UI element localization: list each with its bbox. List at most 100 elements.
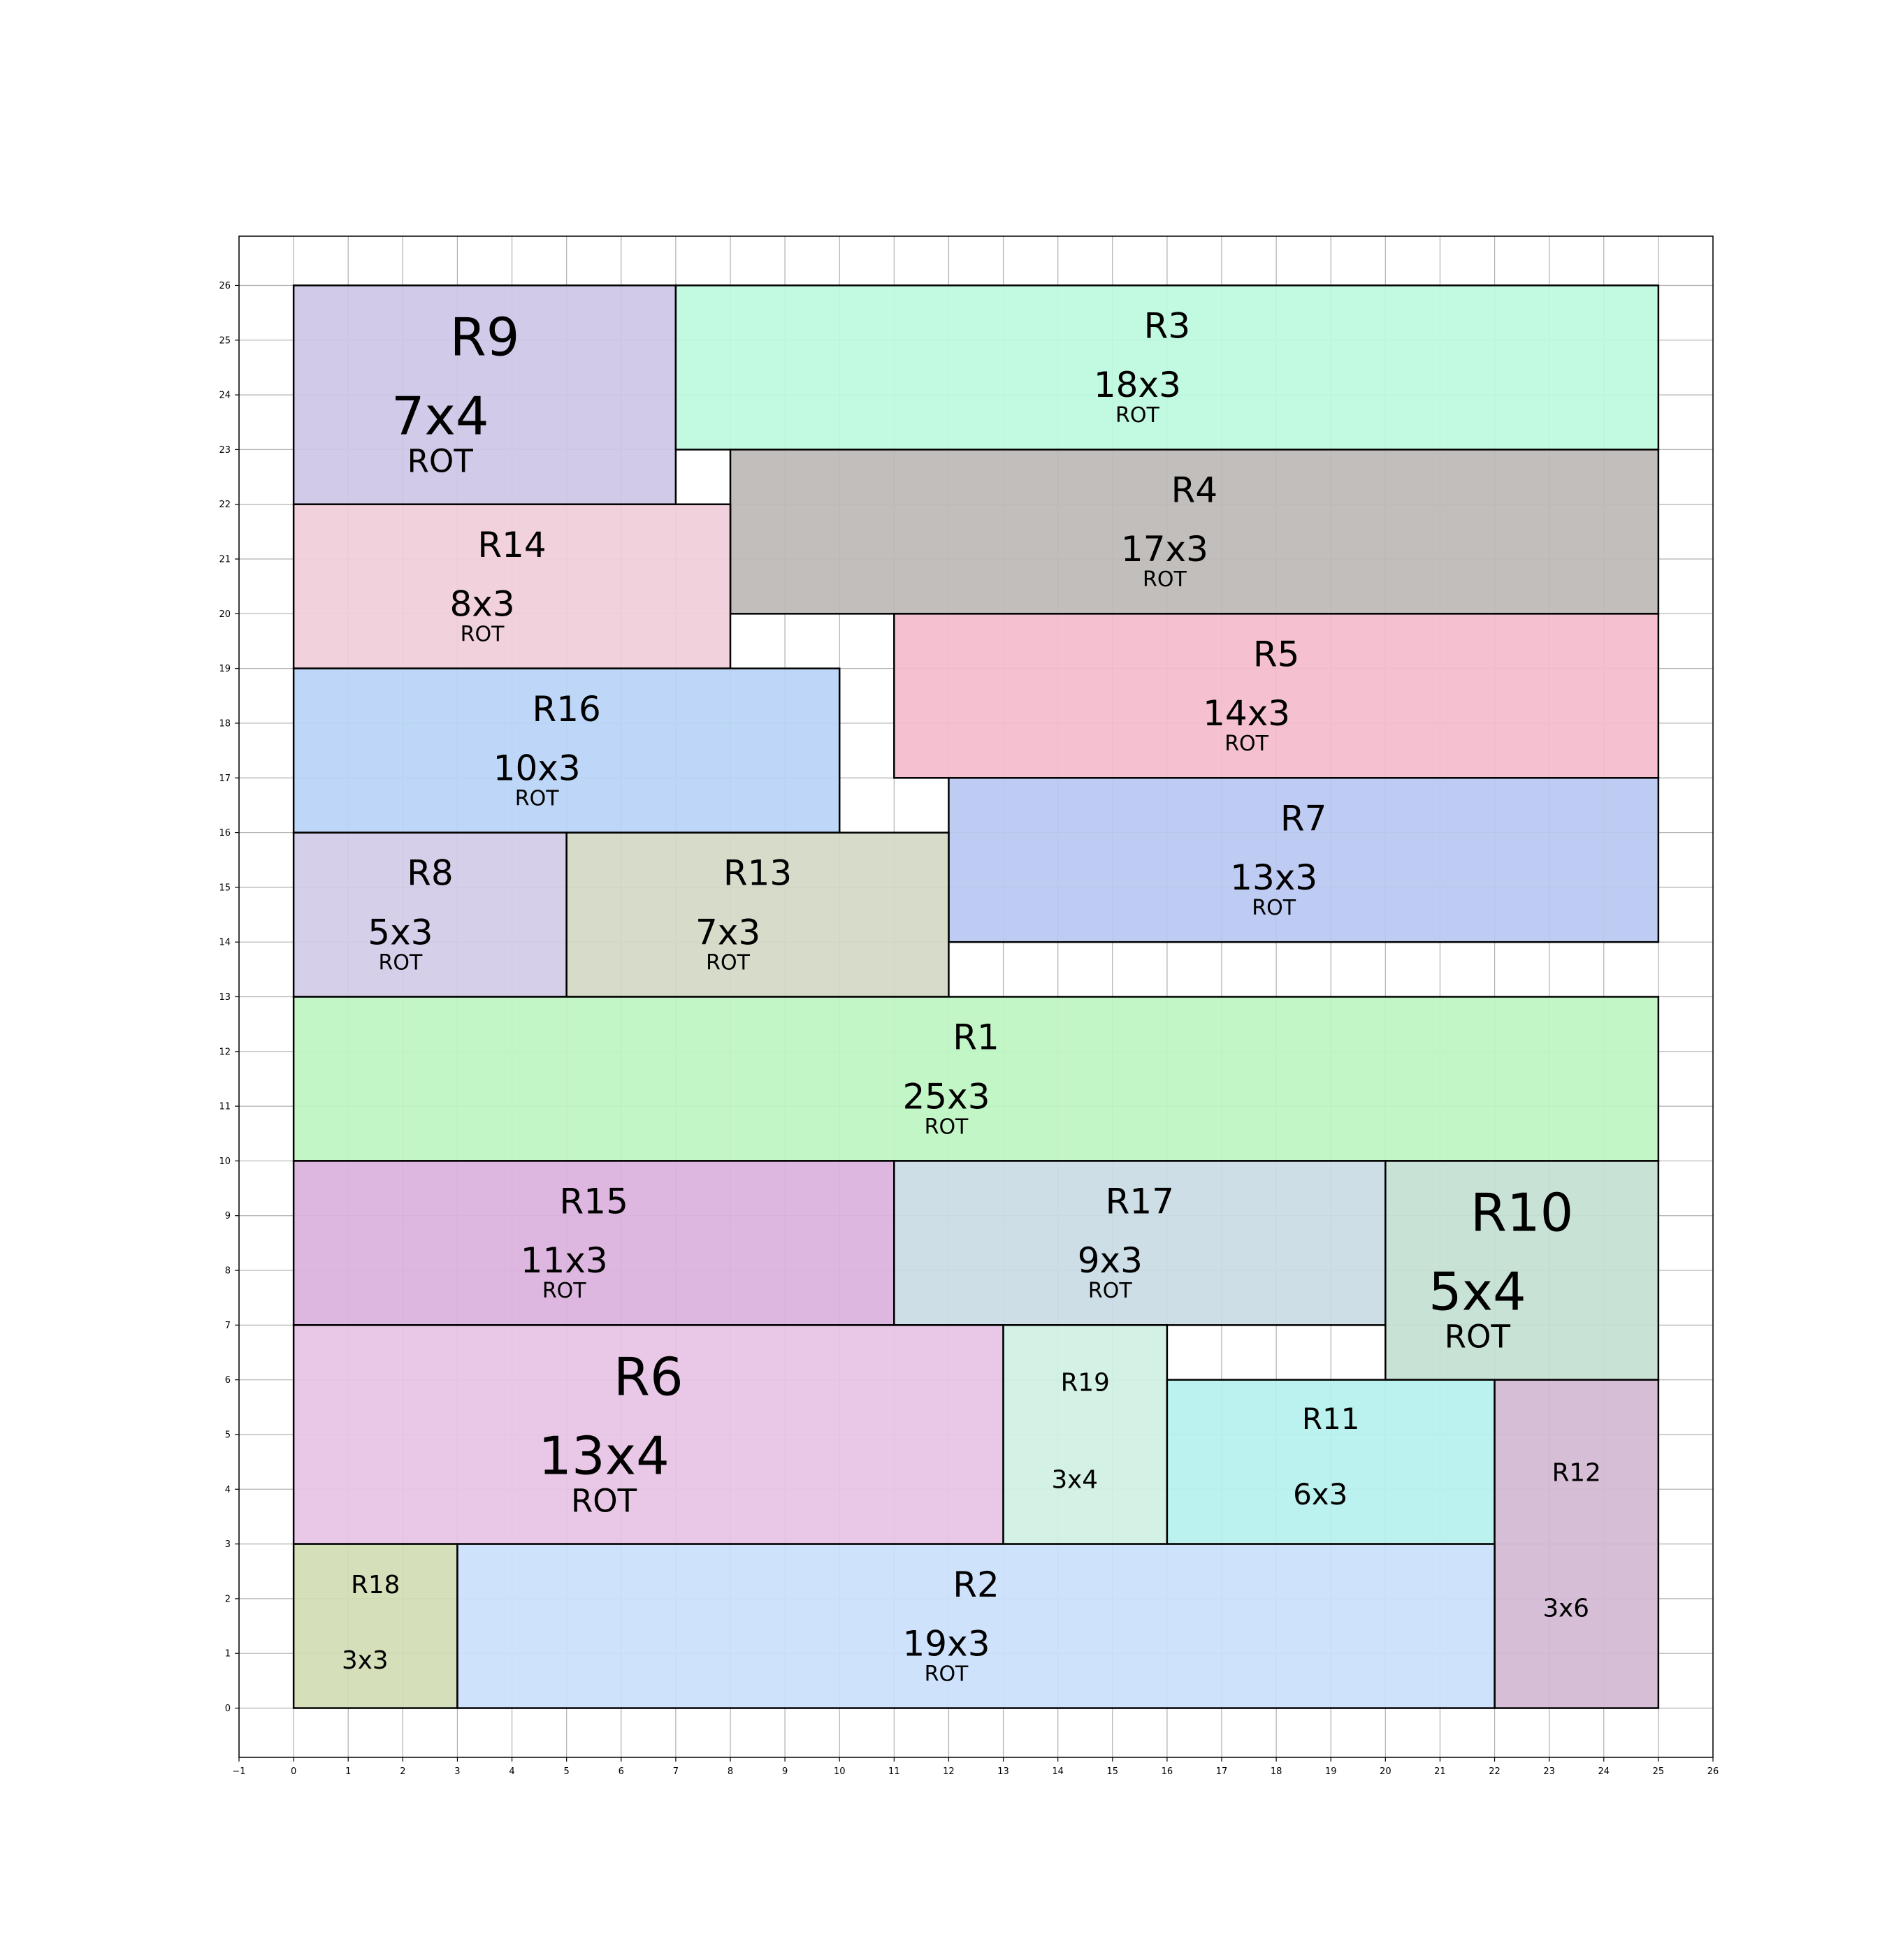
rect-r14-rot-label: ROT xyxy=(461,622,505,646)
x-tick-label: 2 xyxy=(400,1766,405,1777)
rect-r6-size-label: 13x4 xyxy=(538,1425,670,1486)
rect-r1-rot-label: ROT xyxy=(925,1115,969,1139)
rect-r11-id-label: R11 xyxy=(1302,1402,1360,1436)
x-tick-label: 21 xyxy=(1434,1766,1446,1777)
y-tick-label: 18 xyxy=(219,718,231,729)
rect-r11 xyxy=(1166,1379,1496,1545)
y-tick-label: 15 xyxy=(219,883,231,893)
x-tick-label: 10 xyxy=(834,1766,846,1777)
x-tick-label: 24 xyxy=(1598,1766,1610,1777)
y-tick-label: 21 xyxy=(219,555,231,565)
x-tick-label: 4 xyxy=(509,1766,514,1777)
rect-r7-rot-label: ROT xyxy=(1252,896,1296,920)
x-tick-label: 5 xyxy=(564,1766,570,1777)
rect-r2-size-label: 19x3 xyxy=(902,1623,990,1664)
rect-r17-id-label: R17 xyxy=(1106,1182,1174,1222)
rect-r14-id-label: R14 xyxy=(477,525,546,565)
rect-r4-rot-label: ROT xyxy=(1143,567,1187,592)
rect-r7-size-label: 13x3 xyxy=(1230,857,1317,898)
rect-r19-id-label: R19 xyxy=(1061,1368,1110,1397)
rect-r5 xyxy=(893,613,1660,779)
x-tick-label: 0 xyxy=(291,1766,296,1777)
rect-r1-id-label: R1 xyxy=(953,1017,999,1058)
rect-r2-id-label: R2 xyxy=(953,1565,999,1605)
x-tick-label: 26 xyxy=(1707,1766,1719,1777)
x-tick-label: 25 xyxy=(1653,1766,1665,1777)
rect-r15 xyxy=(292,1160,895,1326)
rect-r6-rot-label: ROT xyxy=(571,1482,637,1519)
rect-r10-size-label: 5x4 xyxy=(1429,1261,1526,1322)
rect-r12 xyxy=(1494,1379,1660,1709)
rect-r7-id-label: R7 xyxy=(1280,798,1327,839)
y-tick-label: 25 xyxy=(219,335,231,346)
rect-r15-rot-label: ROT xyxy=(542,1279,586,1303)
rect-r17-rot-label: ROT xyxy=(1088,1279,1132,1303)
x-tick-label: −1 xyxy=(232,1766,245,1777)
x-tick-label: 11 xyxy=(888,1766,900,1777)
y-tick-label: 17 xyxy=(219,774,231,784)
rect-r3 xyxy=(674,284,1660,451)
y-tick-label: 4 xyxy=(225,1485,231,1495)
rect-r3-size-label: 18x3 xyxy=(1094,365,1181,405)
x-tick-label: 14 xyxy=(1052,1766,1064,1777)
rect-r1 xyxy=(292,996,1660,1162)
rect-r15-size-label: 11x3 xyxy=(521,1240,608,1281)
rect-r12-size-label: 3x6 xyxy=(1542,1595,1589,1623)
rect-r6-id-label: R6 xyxy=(614,1346,684,1408)
x-tick-label: 6 xyxy=(619,1766,624,1777)
y-tick-label: 26 xyxy=(219,281,231,291)
x-tick-label: 17 xyxy=(1216,1766,1228,1777)
rect-r5-size-label: 14x3 xyxy=(1203,693,1290,734)
rect-r1-size-label: 25x3 xyxy=(902,1076,990,1117)
x-tick-label: 7 xyxy=(673,1766,679,1777)
y-tick-label: 0 xyxy=(225,1704,231,1714)
rect-r13-size-label: 7x3 xyxy=(695,912,760,952)
rect-r8-size-label: 5x3 xyxy=(368,912,433,952)
x-tick-label: 9 xyxy=(782,1766,788,1777)
x-tick-label: 20 xyxy=(1380,1766,1391,1777)
rect-r8-id-label: R8 xyxy=(407,853,454,894)
rect-r10-id-label: R10 xyxy=(1470,1182,1574,1244)
y-tick-label: 6 xyxy=(225,1375,231,1386)
rect-r16 xyxy=(292,667,841,834)
y-tick-label: 13 xyxy=(219,992,231,1003)
x-tick-label: 3 xyxy=(454,1766,460,1777)
rect-r13-id-label: R13 xyxy=(723,853,792,894)
x-tick-label: 19 xyxy=(1325,1766,1337,1777)
y-tick-label: 16 xyxy=(219,828,231,839)
rect-r12-id-label: R12 xyxy=(1552,1459,1601,1488)
rect-r10-rot-label: ROT xyxy=(1445,1318,1511,1355)
rect-r5-rot-label: ROT xyxy=(1224,732,1268,756)
rect-r15-id-label: R15 xyxy=(560,1182,628,1222)
rect-r16-size-label: 10x3 xyxy=(493,748,581,788)
rect-r14 xyxy=(292,503,732,669)
y-tick-label: 3 xyxy=(225,1539,231,1550)
rect-r13 xyxy=(565,832,950,998)
x-tick-label: 8 xyxy=(728,1766,733,1777)
rect-r16-id-label: R16 xyxy=(532,689,600,729)
y-tick-label: 2 xyxy=(225,1594,231,1604)
rect-r18 xyxy=(292,1543,458,1709)
y-tick-label: 7 xyxy=(225,1321,231,1331)
y-tick-label: 1 xyxy=(225,1649,231,1660)
y-tick-label: 23 xyxy=(219,445,231,456)
rect-r17-size-label: 9x3 xyxy=(1078,1240,1143,1281)
rect-r9 xyxy=(292,284,677,505)
rect-r19 xyxy=(1002,1324,1169,1545)
y-tick-label: 14 xyxy=(219,938,231,948)
x-tick-label: 23 xyxy=(1543,1766,1555,1777)
rect-r11-size-label: 6x3 xyxy=(1293,1477,1347,1511)
rect-r5-id-label: R5 xyxy=(1253,634,1300,675)
x-tick-label: 1 xyxy=(345,1766,351,1777)
y-tick-label: 11 xyxy=(219,1102,231,1112)
rect-r4-size-label: 17x3 xyxy=(1121,529,1208,569)
y-tick-label: 5 xyxy=(225,1430,231,1440)
y-tick-label: 24 xyxy=(219,391,231,401)
rect-r16-rot-label: ROT xyxy=(515,786,559,811)
rect-r19-size-label: 3x4 xyxy=(1051,1466,1098,1495)
y-tick-label: 8 xyxy=(225,1266,231,1277)
